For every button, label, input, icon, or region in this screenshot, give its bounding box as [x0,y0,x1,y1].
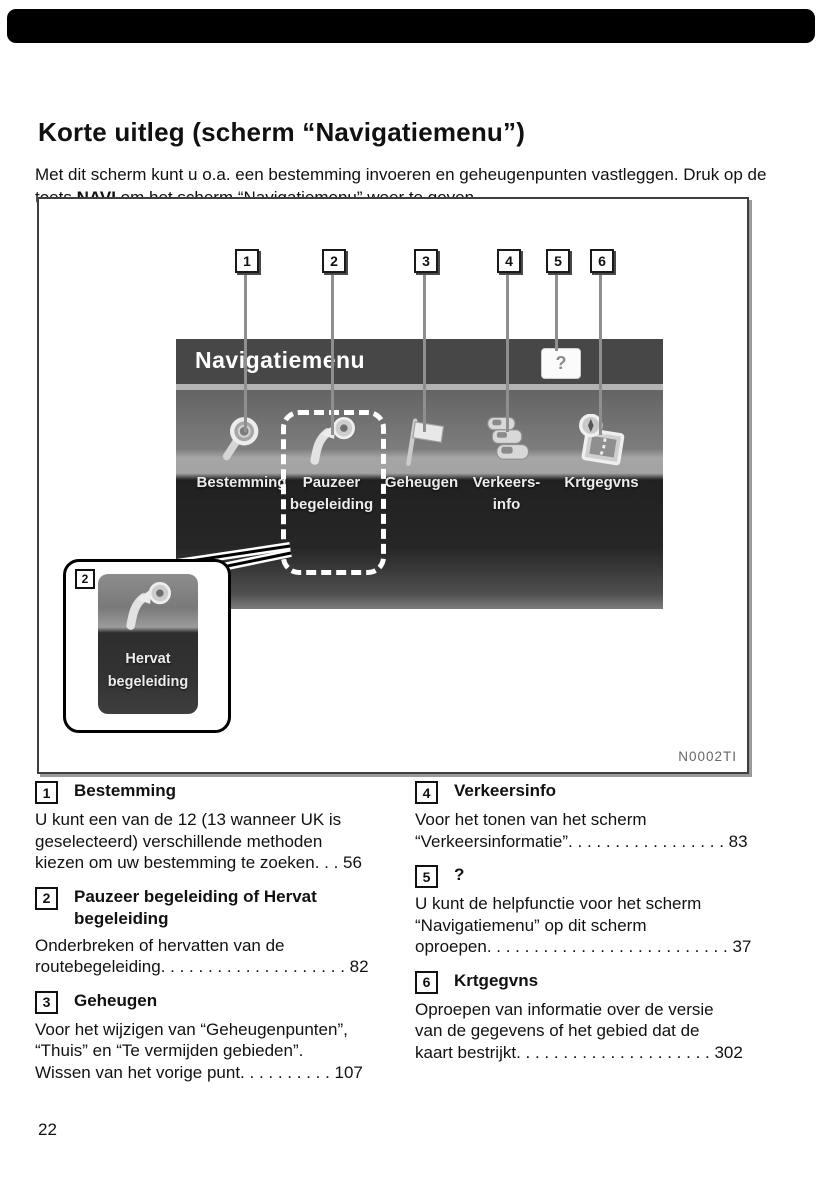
inset-label-line2: begeleiding [107,674,189,690]
inset-detail-box: 2 Hervat begeleiding [63,559,231,733]
menu-item-verkeersinfo[interactable]: Verkeers- info [459,408,554,516]
ref-numbox-3: 3 [35,990,58,1014]
leader-line-3 [423,271,426,432]
menu-item-label: Bestemming [196,474,287,491]
ref-numbox-6: 6 [415,970,438,994]
section-geheugen: 3 Geheugen Voor het wijzigen van “Geheug… [35,990,385,1084]
help-button[interactable]: ? [541,348,581,379]
section-title: Geheugen [74,990,158,1010]
section-body-line: U kunt een van de 12 (13 wanneer UK is [35,810,342,829]
titlebar-divider [176,384,663,390]
inset-callout-2: 2 [75,569,95,589]
ref-numbox-5: 5 [415,865,438,888]
menu-item-geheugen[interactable]: Geheugen [374,408,469,494]
ref-numbox-1: 1 [35,781,58,804]
ref-numbox-4: 4 [415,781,438,804]
callout-1: 1 [235,249,259,273]
page-number: 22 [38,1120,57,1139]
section-verkeersinfo: 4 Verkeersinfo Voor het tonen van het sc… [415,780,785,852]
menu-item-bestemming[interactable]: Bestemming [194,408,289,494]
inset-label-line1: Hervat [125,651,171,667]
section-title: ? [454,865,465,884]
section-body-line: routebegeleiding. . . . . . . . . . . . … [35,957,369,976]
ref-numbox-2: 2 [35,886,58,910]
leader-line-6 [599,271,602,435]
menu-item-label: Verkeers- [472,474,541,491]
section-body-line: Oproepen van informatie over de versie [415,999,714,1019]
section-body-line: geselecteerd) verschillende methoden [35,831,323,851]
menu-item-label2: info [492,496,521,513]
screen-titlebar: Navigatiemenu [176,339,663,384]
route-guidance-icon [98,574,198,636]
magnifier-icon [194,408,289,472]
leader-line-4 [506,271,509,432]
menu-item-label: Pauzeer [302,474,361,491]
figure-id: N0002TI [678,749,737,764]
section-title: Verkeersinfo [454,781,557,800]
menu-item-label: Geheugen [384,474,459,491]
section-title: Bestemming [74,781,177,800]
section-body-line: “Verkeersinformatie”. . . . . . . . . . … [415,831,748,851]
section-body-line: Voor het tonen van het scherm [415,810,647,829]
section-body-line: Wissen van het vorige punt. . . . . . . … [35,1062,363,1082]
section-body-line: kaart bestrijkt. . . . . . . . . . . . .… [415,1042,743,1062]
section-body-line: oproepen. . . . . . . . . . . . . . . . … [415,937,752,956]
page-title: Korte uitleg (scherm “Navigatiemenu”) [38,117,526,148]
menu-item-pauzeer-begeleiding[interactable]: Pauzeer begeleiding [284,408,379,516]
leader-line-5 [555,271,558,351]
menu-item-krtgegvns[interactable]: Krtgegvns [554,408,649,494]
section-title: Krtgegvns [454,970,539,990]
screen-title: Navigatiemenu [195,347,366,373]
callout-2: 2 [322,249,346,273]
menu-item-label: Krtgegvns [564,474,639,491]
callout-6: 6 [590,249,614,273]
section-body-line: “Navigatiemenu” op dit scherm [415,915,647,935]
hervat-begeleiding-button[interactable]: Hervat begeleiding [98,574,198,714]
section-krtgegvns: 6 Krtgegvns Oproepen van informatie over… [415,970,785,1064]
section-body-line: kiezen om uw bestemming te zoeken. . . 5… [35,853,362,872]
callout-4: 4 [497,249,521,273]
section-body-line: Voor het wijzigen van “Geheugenpunten”, [35,1019,348,1039]
index-column-left: 1 Bestemming U kunt een van de 12 (13 wa… [35,780,385,1095]
section-help: 5 ? U kunt de helpfunctie voor het scher… [415,864,785,958]
callout-5: 5 [546,249,570,273]
section-body-line: Onderbreken of hervatten van de [35,935,285,955]
section-body-line: van de gegevens of het gebied dat de [415,1021,700,1040]
figure-box: 1 2 3 4 5 6 Navigatiemenu ? [37,197,749,774]
menu-item-label2: begeleiding [289,496,374,513]
index-column-right: 4 Verkeersinfo Voor het tonen van het sc… [415,780,785,1075]
top-bar [7,9,815,43]
section-body-line: U kunt de helpfunctie voor het scherm [415,894,702,913]
screen-body: Bestemming Pauzeer begeleiding [176,390,663,609]
flag-icon [374,408,469,472]
section-body-line: “Thuis” en “Te vermijden gebieden”. [35,1041,304,1060]
leader-line-1 [244,271,247,432]
section-bestemming: 1 Bestemming U kunt een van de 12 (13 wa… [35,780,385,874]
callout-3: 3 [414,249,438,273]
leader-line-2 [331,271,334,435]
traffic-icon [459,408,554,472]
navigation-screen: Navigatiemenu ? Bestemming [176,339,663,609]
map-compass-icon [554,408,649,472]
